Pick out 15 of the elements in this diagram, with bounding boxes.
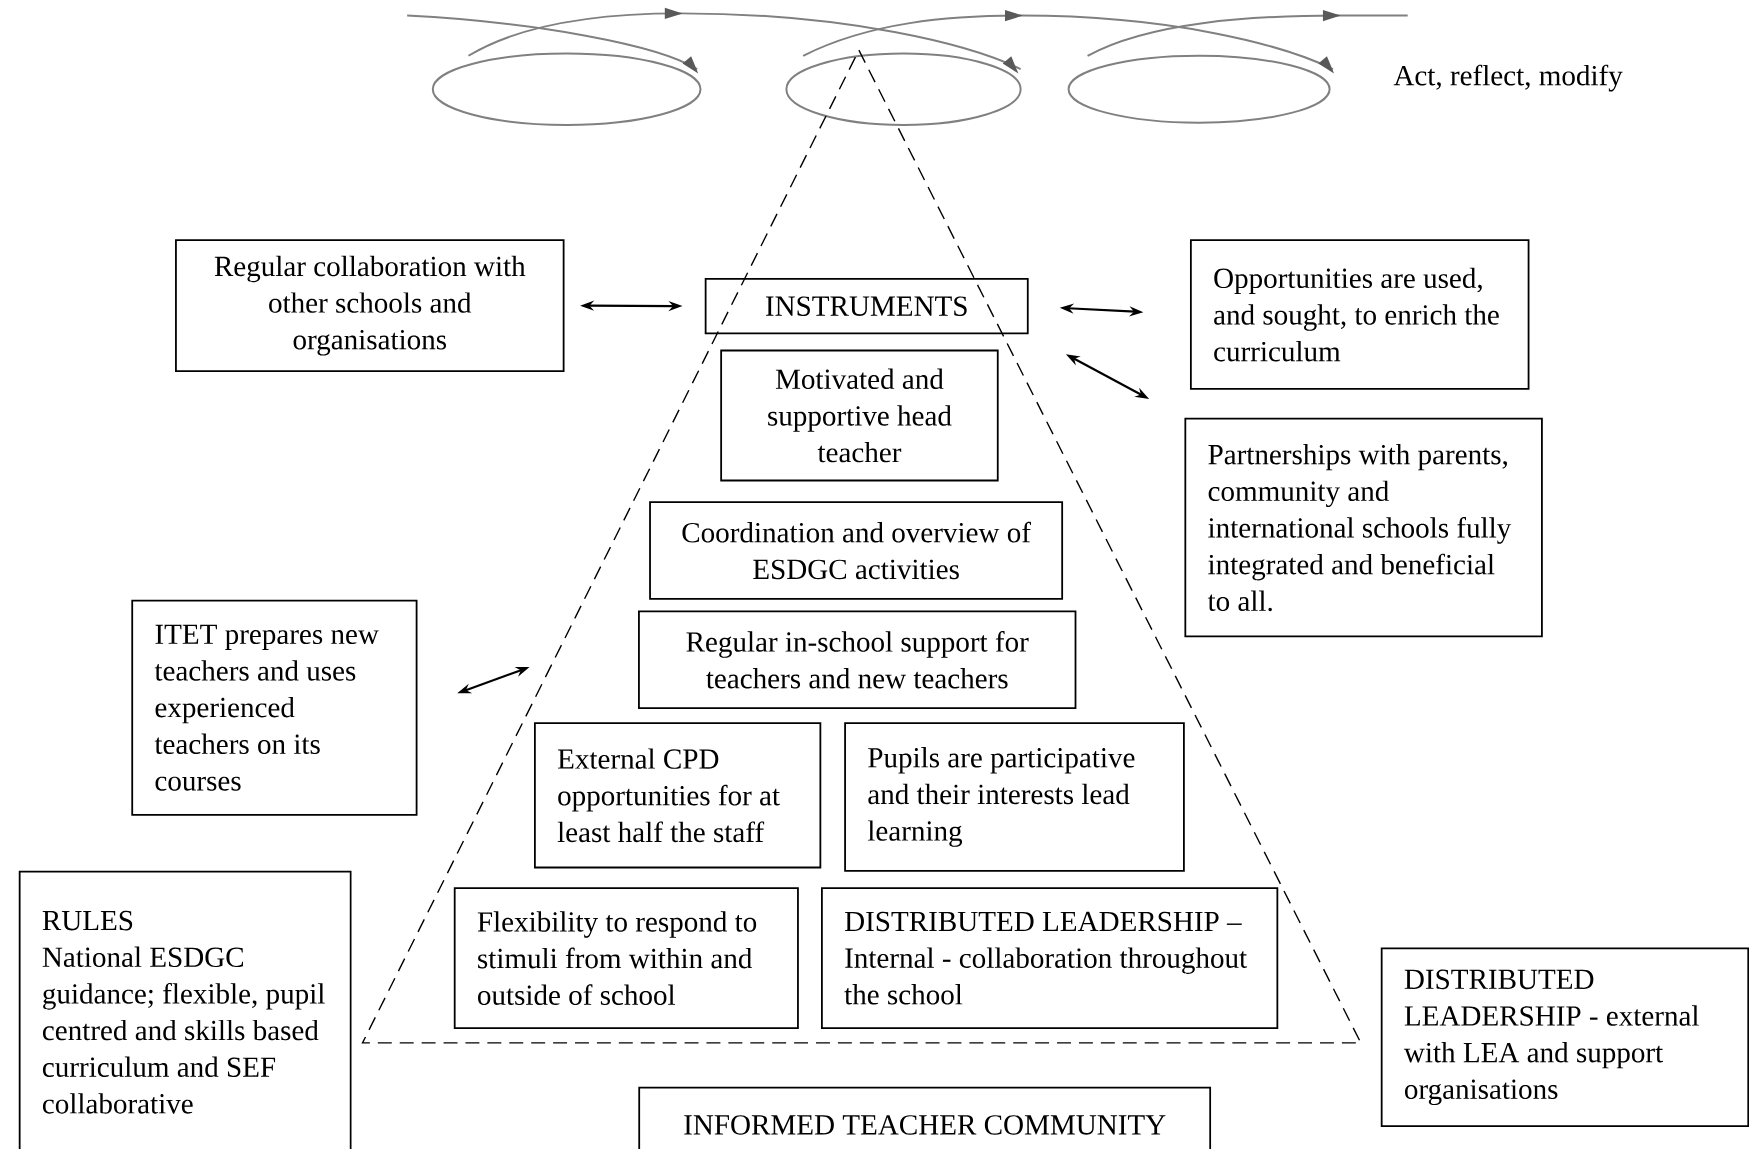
text-box: DISTRIBUTED LEADERSHIP – Internal - collaboration throughout the school (821, 887, 1279, 1030)
text-box: Regular in-school support for teachers and new teachers (638, 610, 1077, 710)
caption-text: Act, reflect, modify (1393, 64, 1623, 92)
text-box: External CPD opportunities for at least half the staff (534, 722, 822, 869)
text-box: Pupils are participative and their interests lead learning (844, 722, 1185, 872)
text-box: Motivated and supportive head teacher (720, 349, 999, 482)
text-box: Opportunities are used, and sought, to enrich the curriculum (1189, 239, 1530, 390)
text-box: ITET prepares new teachers and uses experienced teachers on its courses (131, 599, 418, 816)
text-box: Flexibility to respond to stimuli from within and outside of school (453, 887, 799, 1030)
text-box: Partnerships with parents, community and international schools fully integrated and beneficial to all. (1184, 417, 1543, 638)
text-box: RULES National ESDGC guidance; flexible, pupil centred and skills based curriculum and SEF collaborative (18, 870, 352, 1149)
text-box: INFORMED TEACHER COMMUNITY (638, 1086, 1212, 1149)
text-box: Regular collaboration with other schools and organisations (175, 239, 565, 373)
text-box: DISTRIBUTED LEADERSHIP - external with LEA and support organisations (1380, 947, 1749, 1128)
text-box: Coordination and overview of ESDGC activities (649, 501, 1064, 600)
